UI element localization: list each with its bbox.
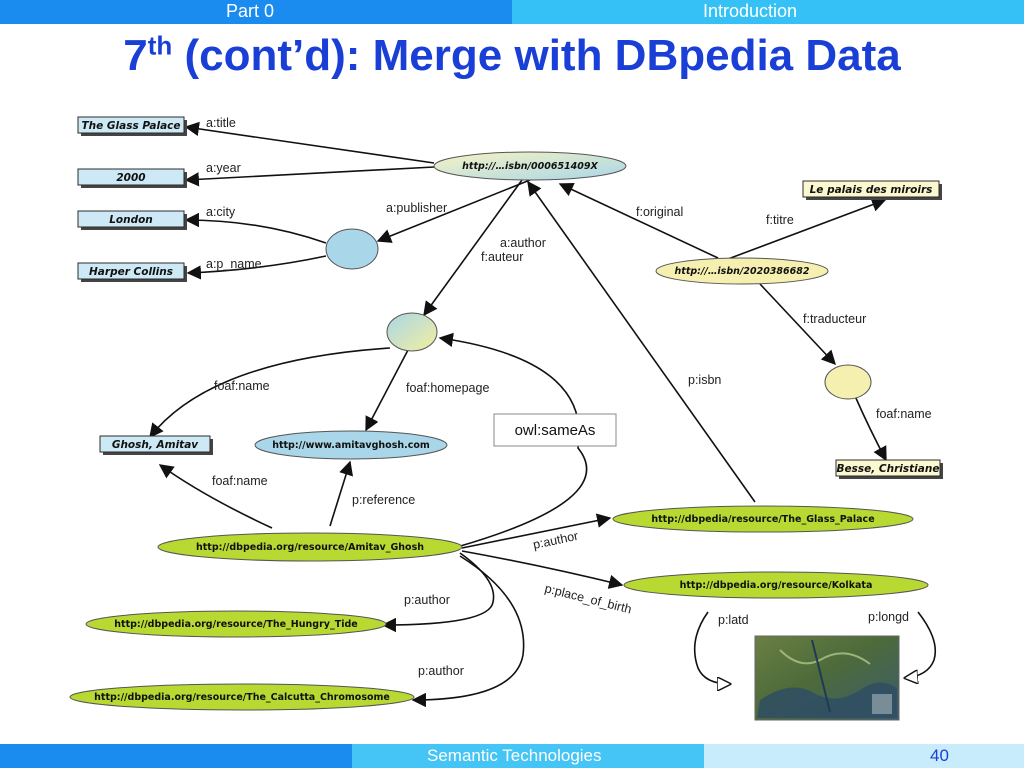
footer-course-title: Semantic Technologies bbox=[427, 746, 602, 765]
node-dbpedia-hungry-tide: http://dbpedia.org/resource/The_Hungry_T… bbox=[85, 610, 387, 638]
literal-le-palais: Le palais des miroirs bbox=[802, 180, 942, 200]
svg-text:Besse, Christiane: Besse, Christiane bbox=[837, 463, 940, 475]
edge-p-author-chromosome bbox=[411, 555, 525, 708]
label-foaf-homepage: foaf:homepage bbox=[406, 381, 489, 395]
literal-london: London bbox=[77, 210, 187, 230]
node-isbn-english: http://…isbn/000651409X bbox=[433, 151, 627, 181]
title-superscript: th bbox=[147, 30, 173, 61]
footer-right-segment: 40 bbox=[704, 744, 1024, 768]
section-left-bar: Part 0 bbox=[0, 0, 512, 24]
label-f-original: f:original bbox=[636, 205, 683, 219]
edge-a-year bbox=[184, 166, 435, 187]
label-foaf-name-author: foaf:name bbox=[214, 379, 270, 393]
kolkata-satellite-map bbox=[754, 635, 900, 721]
title-text: (cont’d): Merge with DBpedia Data bbox=[172, 31, 901, 80]
label-p-longd: p:longd bbox=[868, 610, 909, 624]
label-p-latd: p:latd bbox=[718, 613, 749, 627]
section-right-bar: Introduction bbox=[512, 0, 1024, 24]
edge-foaf-name-translator bbox=[854, 395, 887, 462]
label-a-year: a:year bbox=[206, 161, 241, 175]
label-foaf-name-translator: foaf:name bbox=[876, 407, 932, 421]
edge-foaf-name-dbpedia bbox=[158, 464, 273, 529]
label-p-reference: p:reference bbox=[352, 493, 415, 507]
node-dbpedia-amitav-ghosh: http://dbpedia.org/resource/Amitav_Ghosh bbox=[157, 532, 463, 562]
edge-a-title bbox=[184, 121, 435, 164]
edge-p-latd bbox=[693, 611, 730, 684]
svg-text:http://dbpedia.org/resource/Th: http://dbpedia.org/resource/The_Calcutta… bbox=[94, 692, 390, 703]
label-a-title: a:title bbox=[206, 116, 236, 130]
edge-p-reference bbox=[329, 460, 354, 527]
svg-text:http://dbpedia.org/resource/Ko: http://dbpedia.org/resource/Kolkata bbox=[680, 580, 873, 591]
svg-text:owl:sameAs: owl:sameAs bbox=[515, 422, 596, 439]
label-foaf-name-dbpedia: foaf:name bbox=[212, 474, 268, 488]
edge-foaf-name-author bbox=[149, 347, 391, 439]
label-f-titre: f:titre bbox=[766, 213, 794, 227]
edge-foaf-homepage bbox=[365, 349, 409, 432]
label-a-author: a:author bbox=[500, 236, 546, 250]
label-f-traducteur: f:traducteur bbox=[803, 312, 866, 326]
svg-text:http://dbpedia.org/resource/Th: http://dbpedia.org/resource/The_Hungry_T… bbox=[114, 619, 357, 630]
svg-text:2000: 2000 bbox=[116, 172, 145, 184]
edge-p-author-glass bbox=[461, 513, 612, 549]
edge-f-titre bbox=[719, 197, 887, 263]
label-f-auteur: f:auteur bbox=[481, 250, 523, 264]
section-introduction-label: Introduction bbox=[703, 1, 798, 21]
footer-bar: Semantic Technologies 40 bbox=[0, 744, 1024, 768]
node-dbpedia-calcutta-chromosome: http://dbpedia.org/resource/The_Calcutta… bbox=[69, 683, 415, 711]
slide-title: 7th (cont’d): Merge with DBpedia Data bbox=[0, 30, 1024, 82]
node-homepage: http://www.amitavghosh.com bbox=[254, 430, 448, 460]
svg-text:Ghosh, Amitav: Ghosh, Amitav bbox=[112, 439, 199, 451]
footer-middle-segment: Semantic Technologies bbox=[352, 744, 704, 768]
top-section-bar: Part 0 Introduction bbox=[0, 0, 1024, 24]
svg-text:London: London bbox=[109, 214, 153, 226]
svg-text:http://dbpedia.org/resource/Am: http://dbpedia.org/resource/Amitav_Ghosh bbox=[196, 542, 424, 553]
literal-besse-christiane: Besse, Christiane bbox=[835, 459, 943, 479]
label-p-author-tide: p:author bbox=[404, 593, 450, 607]
label-a-publisher: a:publisher bbox=[386, 201, 447, 215]
node-dbpedia-kolkata: http://dbpedia.org/resource/Kolkata bbox=[623, 571, 929, 599]
svg-text:The Glass Palace: The Glass Palace bbox=[81, 120, 180, 132]
svg-text:http://…isbn/2020386682: http://…isbn/2020386682 bbox=[675, 266, 810, 277]
label-p-author-chromosome: p:author bbox=[418, 664, 464, 678]
edge-p-place-of-birth bbox=[461, 550, 624, 589]
node-translator-blank bbox=[824, 364, 872, 400]
edge-p-isbn bbox=[527, 180, 756, 503]
label-a-p-name: a:p_name bbox=[206, 257, 262, 271]
node-author-blank bbox=[386, 312, 438, 352]
label-p-place-of-birth: p:place_of_birth bbox=[543, 581, 633, 616]
node-publisher-blank bbox=[325, 228, 379, 270]
svg-text:Le palais des miroirs: Le palais des miroirs bbox=[810, 184, 933, 196]
edge-owl-sameas bbox=[438, 332, 588, 548]
owl-sameas-label-box: owl:sameAs bbox=[493, 413, 617, 447]
node-dbpedia-glass-palace: http://dbpedia/resource/The_Glass_Palace bbox=[612, 505, 914, 533]
literal-glass-palace: The Glass Palace bbox=[77, 116, 187, 136]
svg-text:Harper Collins: Harper Collins bbox=[89, 266, 173, 278]
edge-f-traducteur bbox=[759, 283, 836, 366]
footer-page-number: 40 bbox=[930, 746, 949, 765]
edge-a-city bbox=[184, 212, 327, 244]
svg-text:http://…isbn/000651409X: http://…isbn/000651409X bbox=[462, 161, 598, 172]
literal-ghosh-amitav: Ghosh, Amitav bbox=[99, 435, 213, 455]
svg-text:http://www.amitavghosh.com: http://www.amitavghosh.com bbox=[272, 440, 430, 451]
edge-p-author-tide bbox=[381, 552, 495, 633]
edge-a-publisher bbox=[376, 179, 531, 243]
edge-a-p-name bbox=[186, 255, 327, 280]
edge-a-author bbox=[423, 179, 523, 317]
literal-harper-collins: Harper Collins bbox=[77, 262, 187, 282]
label-p-isbn: p:isbn bbox=[688, 373, 721, 387]
footer-left-segment bbox=[0, 744, 352, 768]
edge-p-longd bbox=[905, 611, 937, 678]
literal-year: 2000 bbox=[77, 168, 187, 188]
node-isbn-french: http://…isbn/2020386682 bbox=[655, 257, 829, 285]
title-number: 7 bbox=[123, 31, 148, 80]
section-part-label: Part 0 bbox=[226, 1, 275, 21]
label-a-city: a:city bbox=[206, 205, 236, 219]
edge-f-original bbox=[558, 182, 719, 259]
svg-text:http://dbpedia/resource/The_Gl: http://dbpedia/resource/The_Glass_Palace bbox=[651, 514, 874, 525]
